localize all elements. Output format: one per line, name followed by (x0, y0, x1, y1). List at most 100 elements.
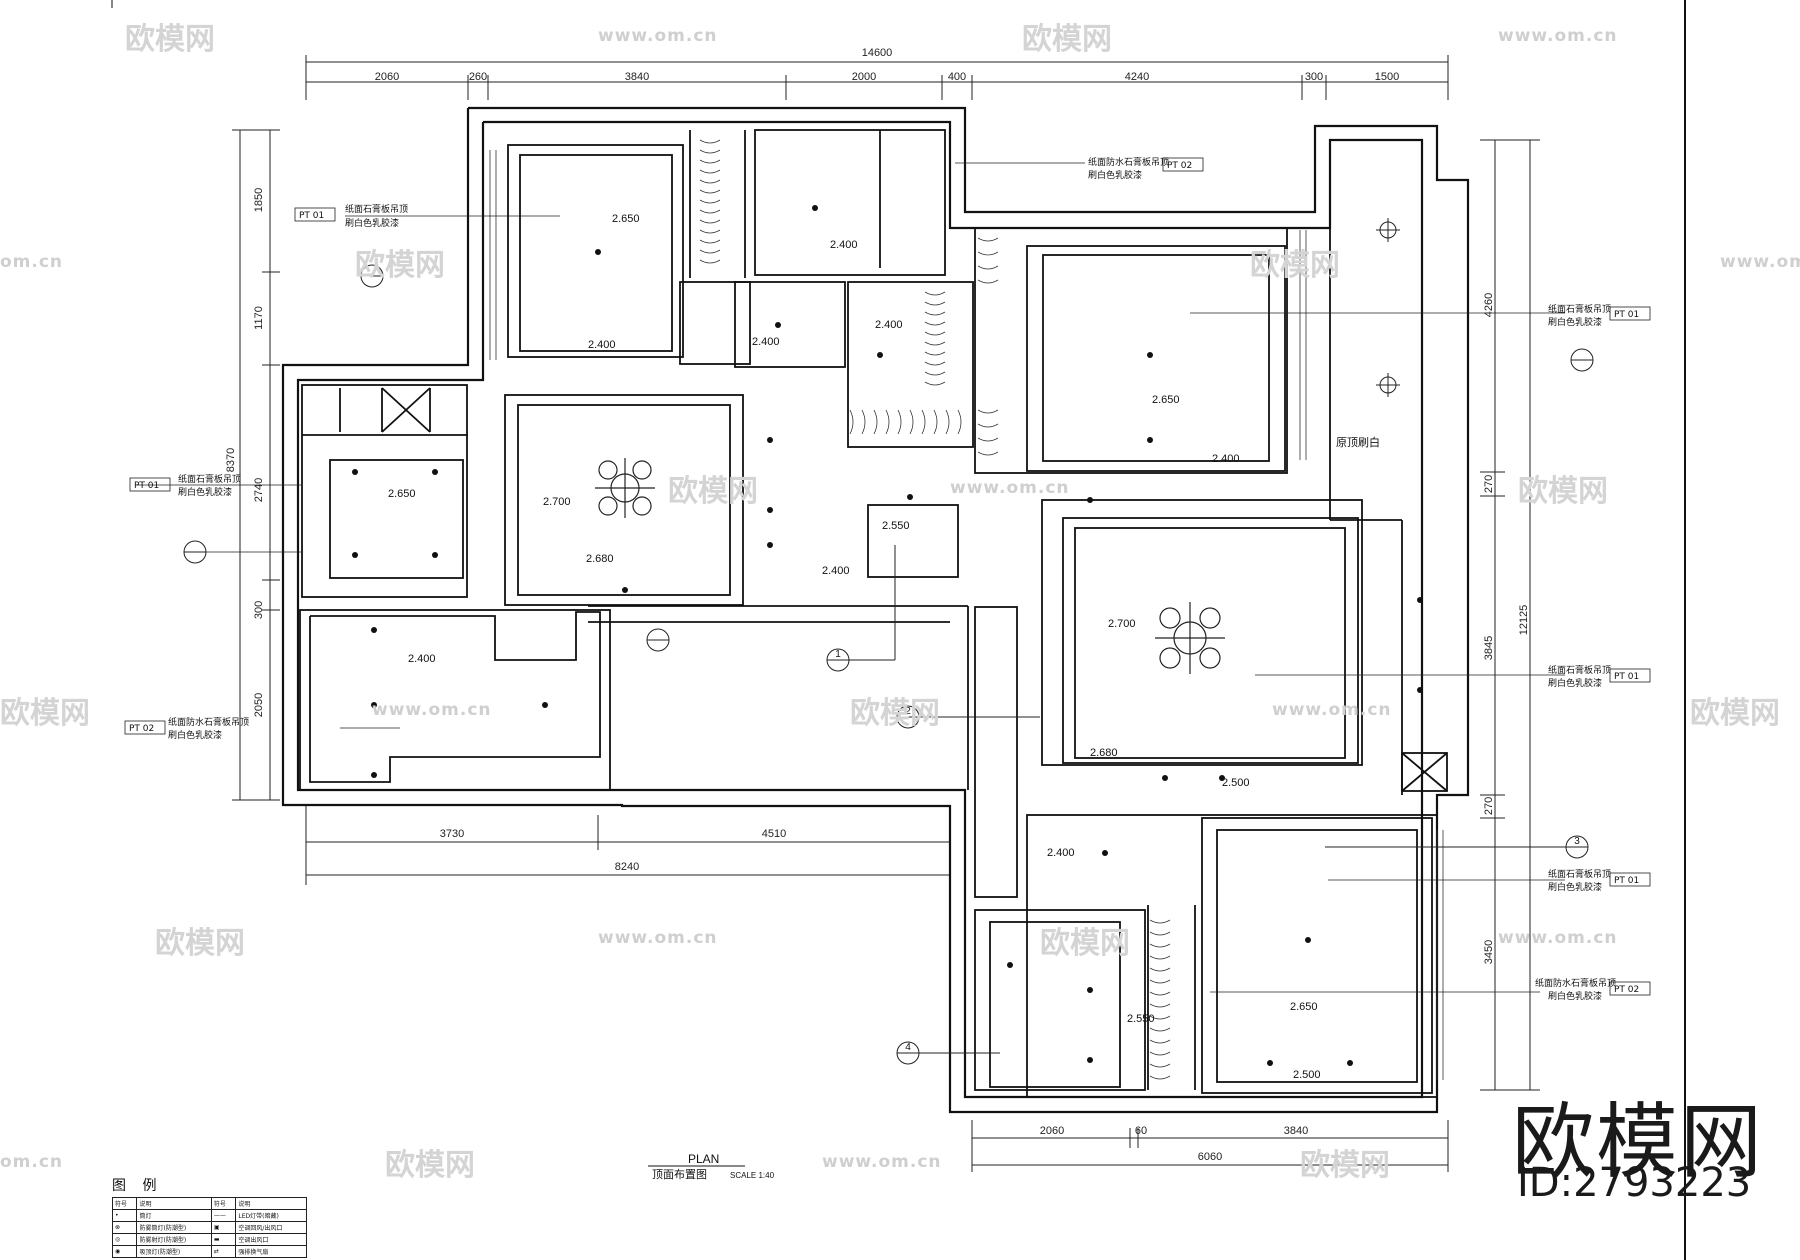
watermark-brand: 欧模网 (1300, 1148, 1390, 1183)
plan-title: PLAN (688, 1152, 719, 1166)
section-markers (183, 264, 1594, 1065)
legend-cell: 防雾射灯(防潮型) (136, 1233, 212, 1246)
watermark-url: www.om.cn (372, 700, 492, 720)
height-label: 2.400 (1047, 847, 1075, 859)
dim-bottom-mid-total: 8240 (615, 861, 639, 873)
note-line: 纸面防水石膏板吊顶 (1088, 156, 1169, 168)
dim-top-total: 14600 (862, 47, 893, 59)
watermark-url: om.cn (0, 252, 64, 272)
dim-top-2: 3840 (625, 71, 649, 83)
height-label: 2.650 (612, 213, 640, 225)
height-label: 2.680 (586, 553, 614, 565)
legend-cell: • (111, 1209, 138, 1222)
note-line: 刷白色乳胶漆 (1548, 990, 1602, 1002)
watermark-brand: 欧模网 (155, 926, 245, 961)
right-dimension-chain (1480, 139, 1540, 1091)
pt-code: PT 01 (1614, 876, 1639, 886)
bottom-right-dimension-chain (971, 1120, 1449, 1172)
dim-left-2: 8370 (225, 448, 237, 472)
height-label: 2.700 (1108, 618, 1136, 630)
site-logo: 欧模网 (1512, 1095, 1765, 1190)
height-label: 2.680 (1090, 747, 1118, 759)
legend-cell: ◉ (111, 1245, 138, 1258)
wardrobe-hatching (489, 139, 1444, 1080)
legend-row: ◎ 防雾射灯(防潮型) ▬ 空调出风口 (111, 1233, 307, 1246)
height-label: 2.500 (1222, 777, 1250, 789)
watermark-brand: 欧模网 (1250, 248, 1340, 283)
dim-top-4: 400 (948, 71, 966, 83)
legend-table: 符号 说明 符号 说明 • 筒灯 —— LED灯带(暗藏) ⊗ 防雾筒灯(防潮型… (111, 1197, 307, 1258)
watermark-brand: 欧模网 (0, 696, 90, 731)
legend-cell: 空调出风口 (235, 1233, 307, 1246)
dim-top-6: 300 (1305, 71, 1323, 83)
watermark-url: www.om.cn (598, 928, 718, 948)
dim-left-4: 300 (253, 601, 265, 619)
height-label: 2.400 (830, 239, 858, 251)
note-line: 刷白色乳胶漆 (1088, 169, 1142, 181)
legend-cell: 筒灯 (136, 1209, 212, 1222)
kitchen-lights (1376, 218, 1400, 397)
height-label: 2.650 (1290, 1001, 1318, 1013)
pt-code: PT 01 (134, 481, 159, 491)
dim-left-1: 1170 (253, 306, 265, 330)
watermark-brand: 欧模网 (1690, 696, 1780, 731)
legend-cell: ▬ (210, 1233, 237, 1246)
height-label: 2.400 (822, 565, 850, 577)
legend-cell: 符号 (210, 1197, 237, 1210)
annotation-leaders (135, 162, 1565, 993)
pt-code: PT 02 (1167, 161, 1192, 171)
note-line: 刷白色乳胶漆 (345, 217, 399, 229)
watermark-url: www.om.cn (1720, 252, 1800, 272)
note-line: 纸面石膏板吊顶 (1548, 303, 1611, 315)
legend-cell: 强排换气扇 (235, 1245, 307, 1258)
legend-row: 符号 说明 符号 说明 (111, 1197, 307, 1210)
pt-code: PT 02 (1614, 985, 1639, 995)
watermark-brand: 欧模网 (668, 474, 758, 509)
dim-bottom-right-total: 6060 (1198, 1151, 1222, 1163)
bottom-mid-dimension-chain (305, 805, 951, 885)
height-label: 2.400 (408, 653, 436, 665)
note-line: 纸面防水石膏板吊顶 (1535, 977, 1616, 989)
chandelier-dining (595, 458, 655, 518)
note-line: 纸面石膏板吊顶 (1548, 868, 1611, 880)
dim-bottom-right-0: 2060 (1040, 1125, 1064, 1137)
legend-cell: ⇄ (210, 1245, 237, 1258)
height-label: 2.650 (388, 488, 416, 500)
note-line: 刷白色乳胶漆 (1548, 881, 1602, 893)
plan-subtitle: 顶面布置图 (652, 1168, 707, 1181)
watermark-brand: 欧模网 (385, 1148, 475, 1183)
note-line: 纸面石膏板吊顶 (1548, 664, 1611, 676)
legend-cell: —— (210, 1209, 237, 1222)
note-line: 刷白色乳胶漆 (1548, 677, 1602, 689)
pt-code: PT 01 (299, 211, 324, 221)
dim-top-0: 2060 (375, 71, 399, 83)
watermark-url: www.om.cn (1498, 26, 1618, 46)
top-dimension-chain (305, 55, 1449, 100)
dim-right-0: 4260 (1483, 293, 1495, 317)
height-label: 2.650 (1152, 394, 1180, 406)
watermark-url: www.om.cn (1272, 700, 1392, 720)
legend-cell: ◎ (111, 1233, 138, 1246)
legend-row: ⊗ 防雾筒灯(防潮型) ▣ 空调回风/出风口 (111, 1221, 307, 1234)
legend-cell: 符号 (111, 1197, 138, 1210)
note-line: 刷白色乳胶漆 (1548, 316, 1602, 328)
legend-cell: LED灯带(暗藏) (235, 1209, 307, 1222)
dim-right-2: 3845 (1483, 636, 1495, 660)
interior-walls (299, 129, 1448, 1098)
legend-cell: 说明 (235, 1197, 307, 1210)
watermark-brand: 欧模网 (1518, 474, 1608, 509)
legend-cell: 防雾筒灯(防潮型) (136, 1221, 212, 1234)
legend-row: • 筒灯 —— LED灯带(暗藏) (111, 1209, 307, 1222)
downlights (352, 205, 1423, 1066)
watermark-url: om.cn (0, 1152, 64, 1172)
plan-scale: SCALE 1:40 (730, 1171, 775, 1180)
watermark-url: www.om.cn (950, 478, 1070, 498)
note-line: 刷白色乳胶漆 (178, 486, 232, 498)
section-marker-label: 4 (905, 1042, 911, 1053)
legend-row: ◉ 吸顶灯(防潮型) ⇄ 强排换气扇 (111, 1245, 307, 1258)
dim-bottom-mid-0: 3730 (440, 828, 464, 840)
section-marker-label: 1 (835, 649, 841, 660)
watermark-brand: 欧模网 (850, 696, 940, 731)
legend: 图 例 符号 说明 符号 说明 • 筒灯 —— LED灯带(暗藏) ⊗ 防雾筒灯… (111, 1175, 307, 1258)
